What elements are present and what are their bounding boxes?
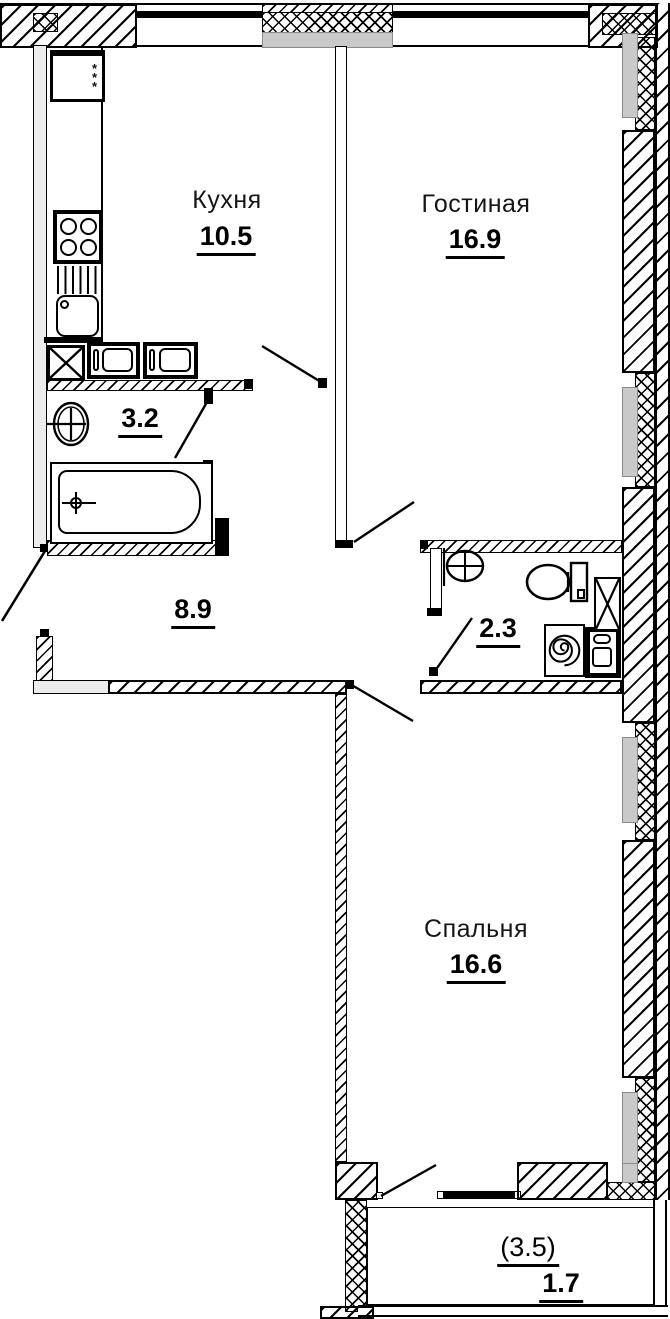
right-wall-section-2 — [622, 487, 655, 723]
bedroom-left-wall — [335, 694, 347, 1162]
bedroom-label: Спальня — [424, 915, 528, 943]
washing-machine-icon — [544, 624, 585, 677]
bathtub-faucet-icon — [62, 492, 96, 514]
living-door-jamb — [420, 541, 428, 549]
bathtub-icon — [50, 462, 213, 544]
right-wall-pier-gray-3 — [622, 737, 638, 823]
bathroom-door-hinge-stub — [204, 388, 213, 404]
wc-door-hinge — [429, 667, 438, 676]
toilet-icon — [523, 560, 591, 606]
entrance-door-jamb — [40, 544, 48, 552]
window-kitchen-sill-line — [137, 45, 262, 47]
top-wall-left-pier — [0, 4, 137, 48]
bathroom-door-leaf — [173, 401, 209, 459]
wc-basin-icon — [440, 548, 490, 590]
kitchen-area: 10.5 — [196, 221, 256, 256]
kitchen-door-jamb — [244, 379, 253, 389]
bedroom-bottom-wall-left — [335, 1162, 378, 1200]
wc-vent-shaft-icon — [594, 577, 621, 631]
kitchen-sink-icon — [56, 295, 99, 337]
kitchen-door-leaf — [261, 344, 322, 384]
balcony-area-gross: (3.5) — [497, 1232, 559, 1267]
window-living — [393, 11, 588, 18]
bedroom-door-hinge — [345, 680, 354, 689]
balcony-area: 1.7 — [539, 1268, 583, 1303]
built-in-appliance-icon — [143, 342, 198, 379]
balcony-right-rail — [653, 1200, 667, 1317]
kitchen-faucet-icon — [60, 300, 69, 309]
right-wall-section-1 — [622, 130, 655, 373]
stove-burner — [80, 218, 97, 235]
kitchen-door-hinge — [318, 378, 327, 388]
bedroom-bottom-corner-gray — [622, 1163, 638, 1183]
balcony-window-jamb-left — [437, 1191, 444, 1199]
bath-basin-icon — [46, 396, 98, 452]
water-heater-icon — [585, 627, 621, 678]
entrance-door-leaf — [0, 550, 47, 622]
right-exterior-wall-outer — [655, 3, 670, 1200]
entrance-stub-cap — [40, 629, 49, 636]
wc-wall-end-cap — [427, 608, 442, 616]
kitchen-counter — [47, 48, 103, 340]
living-wall-end-cap — [335, 540, 353, 548]
counter-end-line — [44, 337, 103, 343]
kitchen-label: Кухня — [192, 186, 262, 214]
living-room-door-leaf — [353, 501, 415, 543]
top-wall-mid-pier-gray — [262, 32, 393, 48]
vent-shaft-icon — [47, 345, 85, 381]
hallway-area: 8.9 — [171, 594, 215, 629]
stove-icon — [53, 210, 103, 264]
right-wall-section-3 — [622, 840, 655, 1078]
window-balcony-block — [441, 1191, 518, 1199]
wc-area: 2.3 — [476, 613, 520, 648]
wc-bottom-wall — [420, 680, 622, 694]
bedroom-area: 16.6 — [446, 949, 506, 984]
living-label: Гостиная — [421, 190, 531, 218]
wc-door-leaf — [434, 617, 473, 672]
stove-burner — [60, 239, 77, 256]
right-wall-pier-gray-2 — [622, 387, 638, 477]
built-in-appliance-icon — [87, 342, 140, 379]
stove-burner — [80, 239, 97, 256]
stove-burner — [60, 218, 77, 235]
right-wall-pier-gray-1 — [622, 33, 638, 118]
balcony-left-foot — [320, 1306, 374, 1319]
window-living-sill-line — [393, 45, 588, 47]
top-wall-left-insulation — [33, 13, 58, 32]
sink-drainer-icon — [57, 266, 98, 294]
bedroom-bottom-wall-right — [517, 1162, 608, 1200]
bathroom-wall-end-cap — [215, 518, 229, 556]
window-kitchen — [137, 11, 262, 18]
fridge-icon: *** — [50, 50, 105, 102]
balcony-bottom-rail — [358, 1305, 668, 1317]
balcony-floor — [367, 1207, 655, 1305]
bathroom-area: 3.2 — [118, 403, 162, 438]
balcony-door-leaf — [380, 1163, 437, 1198]
living-area: 16.9 — [445, 224, 505, 259]
bedroom-door-leaf — [349, 682, 414, 723]
